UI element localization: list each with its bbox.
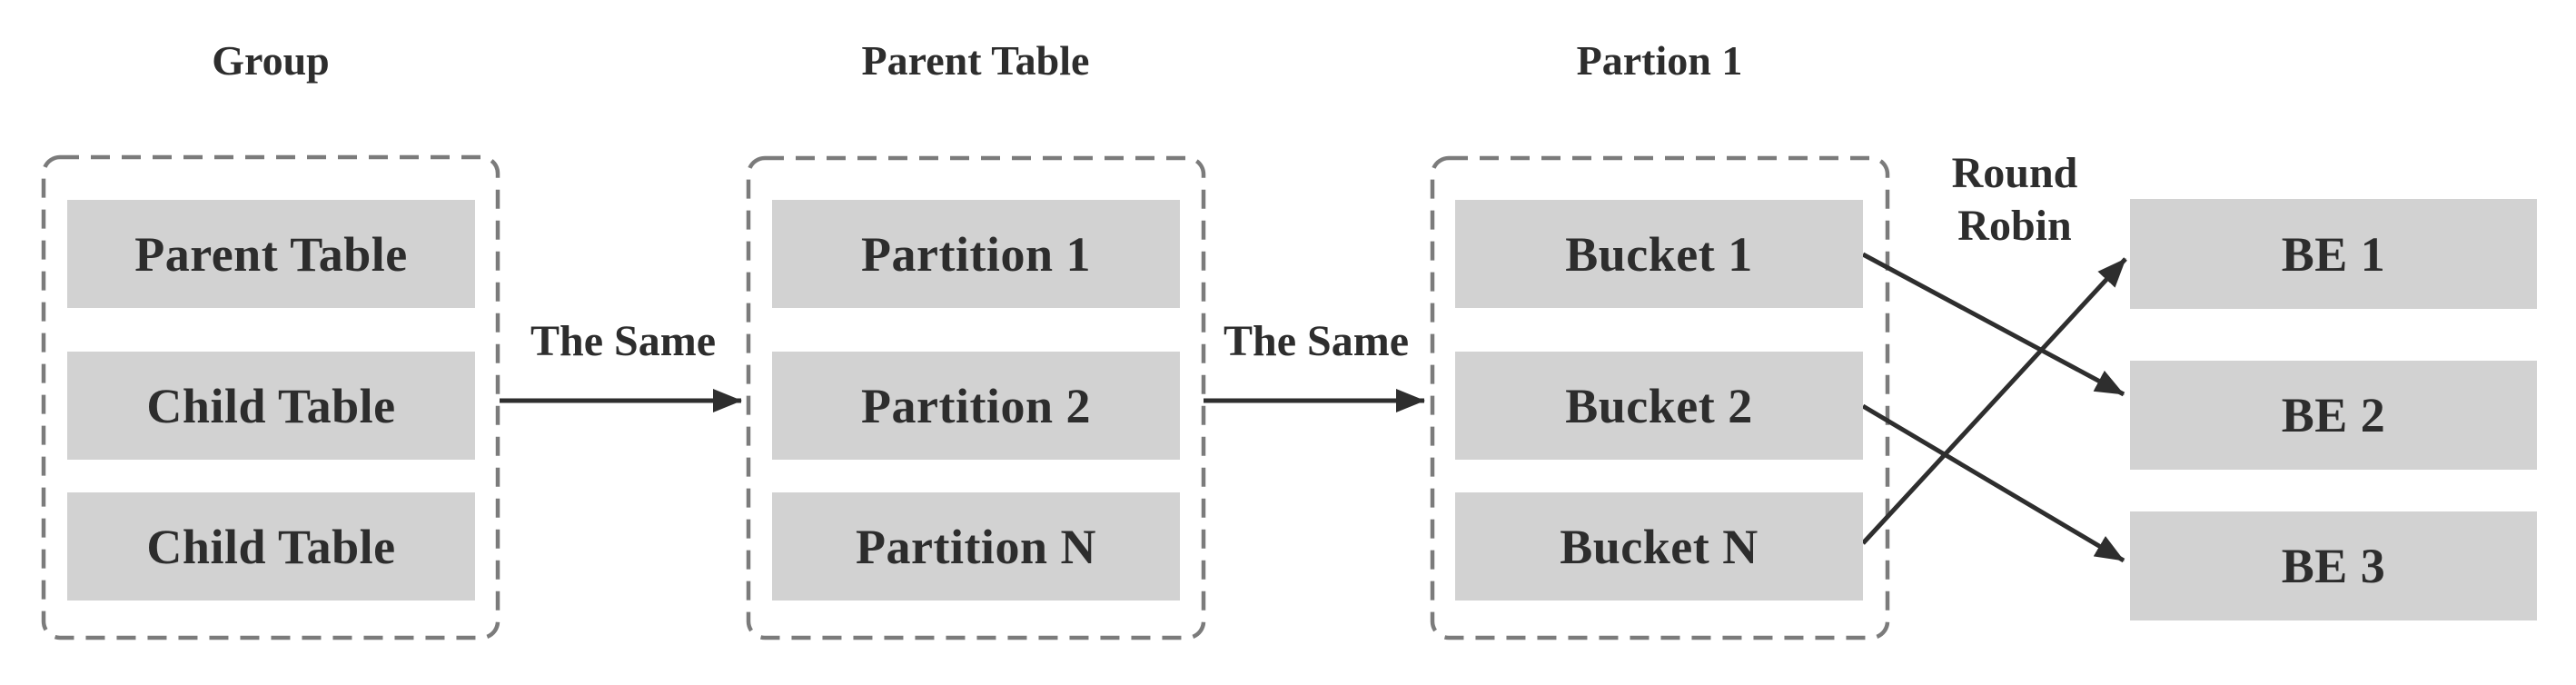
node-bucket-n: Bucket N	[1455, 492, 1863, 601]
edge-label-the-same-1: The Same	[530, 317, 716, 365]
arrow-bucket1-to-be2	[1861, 252, 2125, 397]
arrow-bucketN-to-be1	[1861, 257, 2127, 545]
column-title-partition-1: Partion 1	[1576, 37, 1743, 84]
round-robin-line-1: Round	[1951, 149, 2078, 197]
node-partition-n: Partition N	[772, 492, 1180, 601]
node-be-1: BE 1	[2130, 199, 2537, 309]
edge-label-the-same-2: The Same	[1224, 317, 1409, 365]
node-bucket-1: Bucket 1	[1455, 200, 1863, 308]
column-title-group: Group	[212, 37, 330, 84]
node-child-table-2: Child Table	[67, 492, 475, 601]
round-robin-line-2: Robin	[1957, 202, 2072, 250]
edge-label-round-robin: Round Robin	[1952, 147, 2078, 253]
node-parent-table: Parent Table	[67, 200, 475, 308]
arrow-bucket2-to-be3	[1861, 403, 2125, 563]
column-title-parent-table: Parent Table	[861, 37, 1090, 84]
node-child-table-1: Child Table	[67, 352, 475, 460]
node-bucket-2: Bucket 2	[1455, 352, 1863, 460]
node-partition-2: Partition 2	[772, 352, 1180, 460]
node-be-3: BE 3	[2130, 511, 2537, 620]
node-be-2: BE 2	[2130, 361, 2537, 470]
node-partition-1: Partition 1	[772, 200, 1180, 308]
